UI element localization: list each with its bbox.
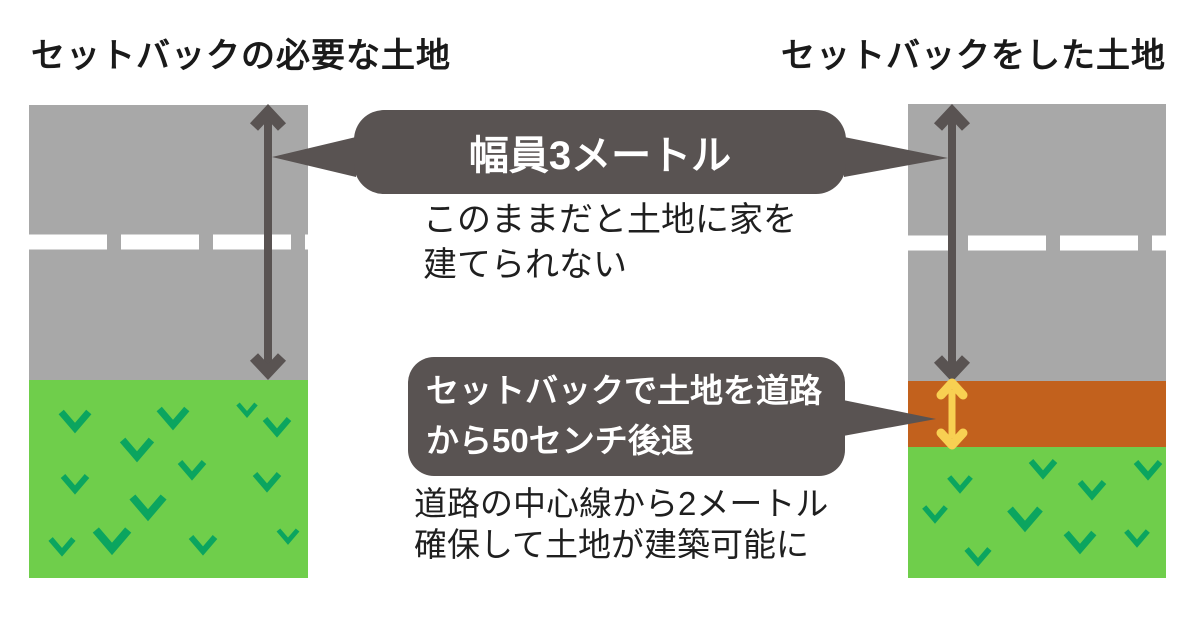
- grass-mark-icon: [262, 417, 292, 438]
- grass-mark-icon: [1007, 506, 1043, 533]
- left-panel-title: セットバックの必要な土地: [31, 37, 451, 75]
- right-road-width-arrow-icon: [933, 103, 971, 383]
- no-build-note-line2: 建てられない: [423, 246, 627, 284]
- setback-callout-pointer-icon: [843, 400, 936, 436]
- grass-mark-icon: [947, 475, 973, 494]
- grass-mark-icon: [1124, 529, 1150, 548]
- buildable-note-line1: 道路の中心線から2メートル: [414, 485, 829, 522]
- grass-mark-icon: [252, 472, 282, 493]
- buildable-note-line2: 確保して土地が建築可能に: [414, 526, 810, 563]
- buildable-note: 道路の中心線から2メートル 確保して土地が建築可能に: [414, 483, 828, 565]
- grass-mark-icon: [276, 528, 300, 545]
- no-build-note: このままだと土地に家を 建てられない: [423, 198, 797, 288]
- grass-mark-icon: [188, 535, 218, 556]
- left-grass: [29, 380, 308, 578]
- grass-mark-icon: [964, 547, 992, 567]
- grass-mark-icon: [92, 527, 132, 556]
- road-width-callout: 幅員3メートル: [354, 110, 846, 194]
- setback-distance-arrow-icon: [936, 378, 968, 450]
- grass-mark-icon: [60, 474, 90, 495]
- road-width-callout-left-pointer-icon: [272, 137, 356, 177]
- grass-mark-icon: [129, 494, 167, 522]
- left-grass-marks: [48, 402, 300, 557]
- left-road-width-arrow-icon: [249, 103, 287, 381]
- grass-mark-icon: [1028, 459, 1058, 480]
- grass-mark-icon: [58, 409, 92, 434]
- grass-mark-icon: [119, 437, 155, 463]
- grass-mark-icon: [48, 537, 76, 557]
- grass-mark-icon: [922, 505, 948, 524]
- no-build-note-line1: このままだと土地に家を: [423, 201, 797, 239]
- grass-mark-icon: [1063, 530, 1097, 555]
- setback-callout-line1: セットバックで土地を道路: [426, 372, 822, 409]
- road-width-callout-label: 幅員3メートル: [468, 134, 732, 178]
- right-grass-marks: [922, 459, 1163, 567]
- setback-callout-line2: から50センチ後退: [426, 422, 694, 459]
- grass-mark-icon: [177, 460, 207, 481]
- right-panel-title: セットバックをした土地: [781, 37, 1166, 75]
- setback-callout: セットバックで土地を道路 から50センチ後退: [408, 357, 845, 476]
- road-width-callout-right-pointer-icon: [844, 137, 948, 177]
- grass-mark-icon: [1077, 480, 1107, 501]
- grass-mark-icon: [236, 402, 258, 418]
- grass-mark-icon: [156, 406, 190, 431]
- grass-mark-icon: [1133, 460, 1163, 481]
